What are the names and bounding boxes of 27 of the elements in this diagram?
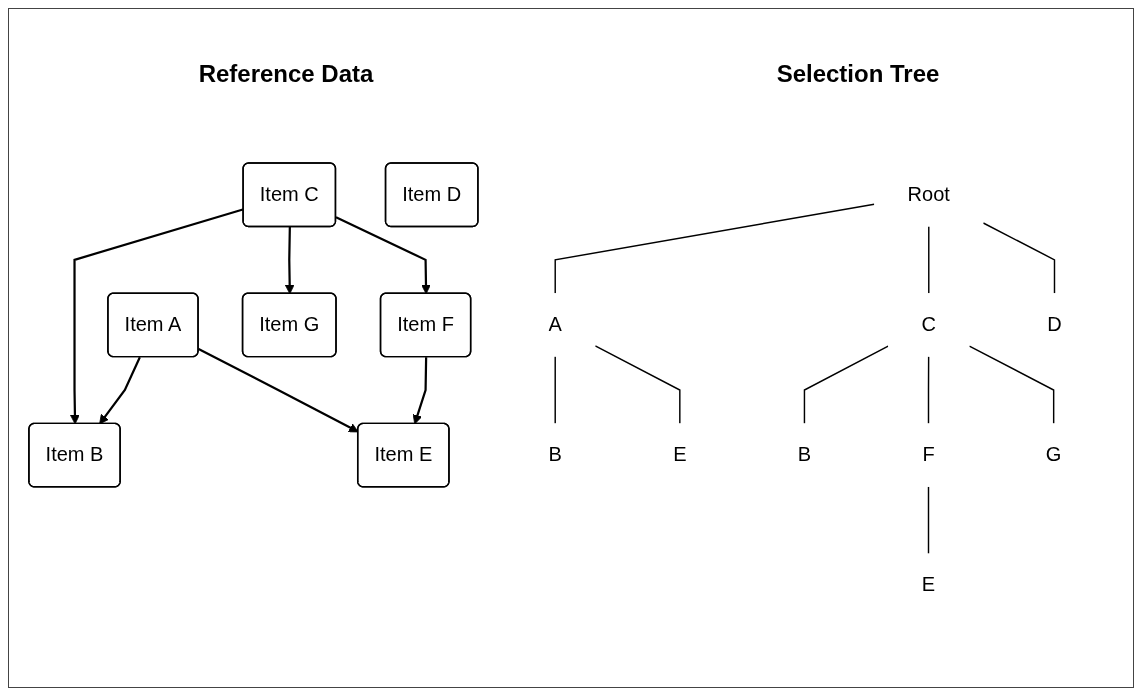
section-heading: Reference Data bbox=[197, 60, 375, 88]
arrow bbox=[284, 227, 295, 295]
node-text: G bbox=[1045, 443, 1062, 466]
arrow bbox=[412, 357, 428, 425]
connector bbox=[927, 355, 930, 425]
arrow bbox=[198, 347, 359, 433]
connector bbox=[594, 345, 681, 425]
arrow bbox=[335, 216, 431, 295]
node-text: F bbox=[922, 443, 935, 466]
arrow bbox=[70, 208, 244, 425]
connector bbox=[803, 345, 889, 425]
node-text: E bbox=[673, 443, 687, 466]
connector bbox=[968, 345, 1055, 425]
node-text: B bbox=[548, 443, 562, 466]
connector bbox=[982, 222, 1056, 294]
node-text: E bbox=[921, 573, 936, 596]
node-text: D bbox=[1047, 313, 1062, 336]
section-heading: Selection Tree bbox=[775, 60, 941, 88]
connector bbox=[554, 355, 556, 425]
connector bbox=[927, 486, 930, 555]
connector bbox=[554, 203, 875, 294]
node-text: C bbox=[921, 313, 937, 336]
node-text: A bbox=[548, 313, 562, 336]
connector bbox=[928, 225, 930, 294]
node-text: Root bbox=[907, 183, 950, 206]
node-text: B bbox=[797, 443, 812, 466]
arrow bbox=[99, 356, 141, 425]
